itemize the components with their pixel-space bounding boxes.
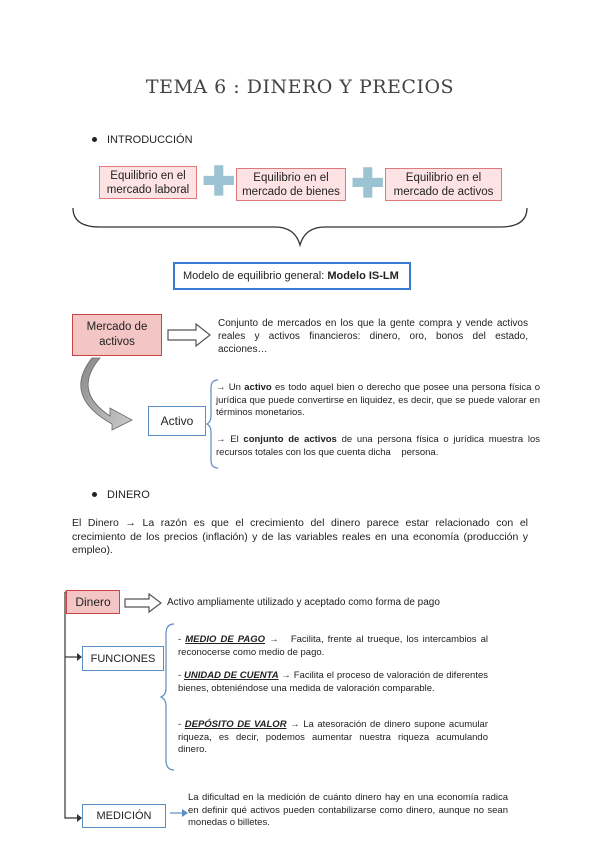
model-bold: Modelo IS-LM — [327, 270, 399, 282]
curved-arrow-icon — [80, 357, 133, 431]
bracket-icon — [160, 623, 175, 771]
arrow-right-icon — [167, 322, 211, 348]
f1-dash: - — [178, 634, 186, 645]
f2-text: → Facilita el proceso de valoración de d… — [178, 670, 489, 694]
section-heading-text: INTRODUCCIÓN — [107, 134, 193, 146]
arrow-right-icon — [170, 809, 188, 817]
def1-bold: activo — [244, 382, 272, 393]
plus-icon: ✚ — [202, 160, 236, 204]
section-heading-introduccion: INTRODUCCIÓN — [92, 134, 193, 146]
model-box: Modelo de equilibrio general: Modelo IS-… — [173, 262, 411, 290]
f1-text: → Facilita, frente al trueque, los inter… — [178, 634, 491, 658]
dinero-box: Dinero — [66, 590, 120, 614]
f3-title: DEPÓSITO DE VALOR — [184, 719, 287, 730]
f2-dash: - — [178, 670, 184, 681]
activo-definition: → Un activo es todo aquel bien o derecho… — [216, 382, 540, 420]
funciones-box: FUNCIONES — [82, 646, 164, 671]
section-heading-dinero: DINERO — [92, 489, 150, 501]
box-mercado-activos: Equilibrio en el mercado de activos — [385, 168, 502, 201]
curly-brace-icon — [72, 207, 528, 248]
bullet-icon — [92, 136, 97, 142]
medicion-text: La dificultad en la medición de cuánto d… — [188, 792, 508, 828]
def1-arrow: → Un — [216, 382, 245, 393]
funcion-medio-de-pago: - MEDIO DE PAGO → Facilita, frente al tr… — [178, 634, 488, 659]
medicion-box: MEDICIÓN — [82, 804, 166, 828]
conjunto-activos-definition: → El conjunto de activos de una persona … — [216, 434, 540, 459]
dinero-intro: El Dinero → La razón es que el crecimien… — [72, 517, 528, 556]
funcion-unidad-de-cuenta: - UNIDAD DE CUENTA → Facilita el proceso… — [178, 670, 488, 695]
page-title: TEMA 6 : DINERO Y PRECIOS — [145, 76, 455, 98]
f3-dash: - — [178, 719, 185, 730]
def2-text: de una persona física o jurídica muestra… — [216, 434, 543, 458]
dinero-definition: Activo ampliamente utilizado y aceptado … — [167, 597, 440, 608]
activo-box: Activo — [148, 406, 206, 436]
plus-icon: ✚ — [351, 162, 385, 206]
f2-title: UNIDAD DE CUENTA — [183, 670, 279, 681]
bracket-icon — [206, 379, 219, 469]
def2-arrow: → El — [216, 434, 244, 445]
section-heading-text: DINERO — [107, 489, 150, 501]
def2-bold: conjunto de activos — [243, 434, 337, 445]
model-prefix: Modelo de equilibrio general: — [183, 270, 328, 282]
funcion-deposito-de-valor: - DEPÓSITO DE VALOR → La atesoración de … — [178, 719, 488, 757]
tree-connector — [64, 591, 82, 822]
f1-title: MEDIO DE PAGO — [185, 634, 266, 645]
arrow-right-icon — [124, 592, 162, 614]
mercado-activos-box: Mercado de activos — [72, 314, 162, 356]
box-mercado-bienes: Equilibrio en el mercado de bienes — [236, 168, 346, 201]
bullet-icon — [92, 491, 97, 497]
mercado-description: Conjunto de mercados en los que la gente… — [218, 318, 528, 355]
f3-text: → La atesoración de dinero supone acumul… — [178, 719, 488, 755]
def1-text: es todo aquel bien o derecho que posee u… — [216, 382, 540, 418]
box-mercado-laboral: Equilibrio en el mercado laboral — [99, 166, 197, 199]
